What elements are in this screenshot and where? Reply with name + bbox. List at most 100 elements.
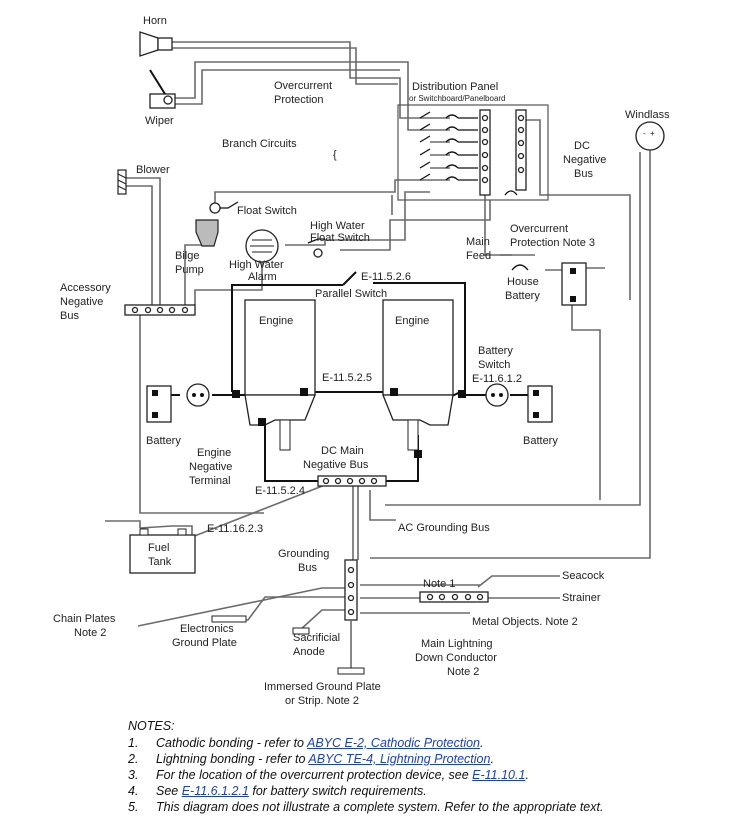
- house-battery-label-1: House: [507, 276, 539, 288]
- house-battery-label-2: Battery: [505, 290, 540, 302]
- immersed-ground-plate-label-2: or Strip. Note 2: [285, 695, 359, 707]
- note-1-number: 1.: [128, 736, 139, 750]
- main-feed-label-1: Main: [466, 236, 490, 248]
- main-feed-fuse: [511, 264, 529, 271]
- engine-negative-terminal-label-1: Engine: [197, 447, 231, 459]
- note-1-pre: Cathodic bonding - refer to: [156, 736, 308, 750]
- panel-sub-label: or Switchboard/Panelboard: [409, 94, 506, 103]
- note-3-number: 3.: [128, 768, 139, 782]
- high-water-alarm-label-1: High Water: [229, 259, 284, 271]
- note-4-number: 4.: [128, 784, 139, 798]
- note-5-text: This diagram does not illustrate a compl…: [156, 800, 604, 814]
- main-feed-label-2: Feed: [466, 250, 491, 262]
- chain-plates-label-2: Note 2: [74, 627, 106, 639]
- high-water-alarm: [245, 229, 279, 263]
- strainer-label: Strainer: [562, 592, 601, 604]
- wires: [105, 41, 651, 631]
- battery-left-label: Battery: [146, 435, 181, 447]
- high-water-float-switch: [307, 238, 325, 258]
- e-11-5-2-4-label: E-11.5.2.4: [255, 485, 305, 497]
- note-2-pre: Lightning bonding - refer to: [156, 752, 309, 766]
- breaker-rows: [419, 111, 478, 181]
- fuel-tank-label-1: Fuel: [148, 542, 169, 554]
- battery-switch-left: [186, 383, 210, 407]
- electronics-ground-plate-label-2: Ground Plate: [172, 637, 237, 649]
- note-2-text: Lightning bonding - refer to ABYC TE-4, …: [156, 751, 494, 767]
- battery-switch-right: [485, 383, 509, 407]
- horn: [139, 31, 173, 57]
- fuel-tank: [129, 528, 196, 574]
- note-2-post: .: [490, 752, 494, 766]
- accessory-negative-bus-label-1: Accessory: [60, 282, 111, 294]
- note-3-link[interactable]: E-11.10.1: [472, 768, 526, 782]
- note-5: 5. This diagram does not illustrate a co…: [128, 799, 728, 815]
- branch-circuits-label: Branch Circuits: [222, 138, 297, 150]
- battery-right: [527, 385, 553, 423]
- e-11-5-2-5-label: E-11.5.2.5: [322, 372, 372, 384]
- sacrificial-anode-label-2: Anode: [293, 646, 325, 658]
- note-2-number: 2.: [128, 752, 139, 766]
- note1-label: Note 1: [423, 578, 455, 590]
- seacock-label: Seacock: [562, 570, 605, 582]
- engine-negative-terminal-label-2: Negative: [189, 461, 232, 473]
- overcurrent-protection-label-1: Overcurrent: [274, 80, 332, 92]
- notes-section: NOTES: 1. Cathodic bonding - refer to AB…: [128, 718, 728, 815]
- e-11-16-2-3-label: E-11.16.2.3: [207, 523, 263, 535]
- note-1-link[interactable]: ABYC E-2, Cathodic Protection: [307, 736, 481, 750]
- bilge-pump-label-2: Pump: [175, 264, 204, 276]
- dc-negative-bus-label-3: Bus: [574, 168, 593, 180]
- note-1-text: Cathodic bonding - refer to ABYC E-2, Ca…: [156, 735, 484, 751]
- battery-right-label: Battery: [523, 435, 558, 447]
- main-lightning-label-3: Note 2: [447, 666, 479, 678]
- wiper: [149, 69, 176, 109]
- note-2-link[interactable]: ABYC TE-4, Lightning Protection: [308, 752, 491, 766]
- battery-switch-label-2: Switch: [478, 359, 510, 371]
- accessory-negative-bus-label-3: Bus: [60, 310, 79, 322]
- note-2: 2. Lightning bonding - refer to ABYC TE-…: [128, 751, 728, 767]
- bilge-pump-label-1: Bilge: [175, 250, 199, 262]
- metal-objects-label: Metal Objects. Note 2: [472, 616, 578, 628]
- dc-main-negative-bus-label-2: Negative Bus: [303, 459, 369, 471]
- notes-title: NOTES:: [128, 719, 175, 733]
- electronics-ground-plate-label-1: Electronics: [180, 623, 234, 635]
- svg-text:-: -: [643, 129, 646, 138]
- dc-main-negative-bus-label-1: DC Main: [321, 445, 364, 457]
- overcurrent-note3-label-2: Protection Note 3: [510, 237, 595, 249]
- windlass-label: Windlass: [625, 109, 670, 121]
- fuel-tank-label-2: Tank: [148, 556, 172, 568]
- note-4-text: See E-11.6.1.2.1 for battery switch requ…: [156, 783, 427, 799]
- distribution-panel: [397, 104, 549, 201]
- bilge-pump: [195, 219, 219, 247]
- battery-left: [146, 385, 172, 423]
- high-water-float-switch-label-2: Float Switch: [310, 232, 370, 244]
- horn-label: Horn: [143, 15, 167, 27]
- note-1: 1. Cathodic bonding - refer to ABYC E-2,…: [128, 735, 728, 751]
- note-1-post: .: [480, 736, 484, 750]
- electronics-ground-plate: [211, 615, 247, 623]
- wiper-label: Wiper: [145, 115, 174, 127]
- note-4-link[interactable]: E-11.6.1.2.1: [181, 784, 249, 798]
- grounding-bus: [337, 559, 365, 675]
- blower-label: Blower: [136, 164, 170, 176]
- main-lightning-label-1: Main Lightning: [421, 638, 493, 650]
- parallel-switch: [342, 271, 357, 286]
- high-water-alarm-label-2: Alarm: [248, 271, 277, 283]
- immersed-ground-plate-label-1: Immersed Ground Plate: [264, 681, 381, 693]
- note-3-text: For the location of the overcurrent prot…: [156, 767, 529, 783]
- dc-negative-bus-label-1: DC: [574, 140, 590, 152]
- battery-switch-label-3: E-11.6.1.2: [472, 373, 522, 385]
- blower: [117, 169, 127, 195]
- grounding-bus-label-2: Bus: [298, 562, 317, 574]
- ac-grounding-bus-label: AC Grounding Bus: [398, 522, 490, 534]
- note-3-pre: For the location of the overcurrent prot…: [156, 768, 473, 782]
- accessory-negative-bus: [124, 304, 196, 316]
- note-4-pre: See: [156, 784, 182, 798]
- battery-switch-label-1: Battery: [478, 345, 513, 357]
- chain-plates-label-1: Chain Plates: [53, 613, 116, 625]
- note-3-post: .: [525, 768, 529, 782]
- engine-right: [382, 299, 466, 458]
- grounding-bus-label-1: Grounding: [278, 548, 329, 560]
- dc-negative-bus-label-2: Negative: [563, 154, 606, 166]
- svg-text:+: +: [650, 129, 655, 138]
